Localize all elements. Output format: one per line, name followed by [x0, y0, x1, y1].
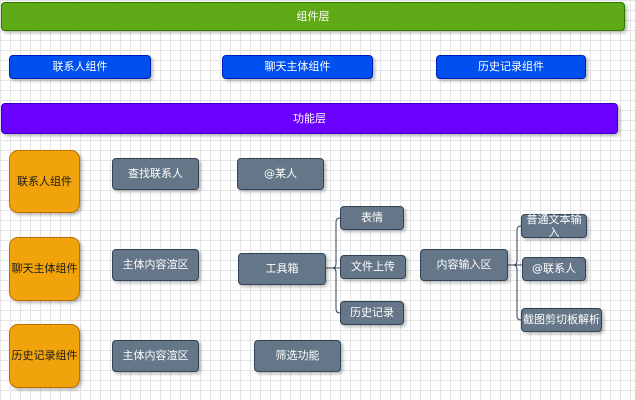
- edge-toolbar-emoji: [326, 217, 341, 269]
- plain-text-input-node: 普通文本输入: [521, 213, 587, 239]
- side-chat-body-component: 聊天主体组件: [9, 237, 80, 301]
- side-contacts-component: 联系人组件: [9, 150, 80, 213]
- edge-toolbar-history: [326, 267, 341, 314]
- input-area-node: 内容输入区: [420, 249, 508, 281]
- side-history-component: 历史记录组件: [9, 324, 80, 388]
- chat-content-area-node: 主体内容渲区: [112, 249, 199, 281]
- history-content-area-node: 主体内容渲区: [112, 340, 199, 372]
- toolbar-node: 工具箱: [238, 253, 326, 285]
- contacts-component-box: 联系人组件: [9, 55, 151, 79]
- mention-node: @某人: [237, 158, 324, 190]
- chat-history-node: 历史记录: [340, 301, 404, 325]
- at-contact-node: @联系人: [522, 257, 586, 281]
- filter-node: 筛选功能: [254, 340, 341, 372]
- history-component-box: 历史记录组件: [436, 55, 586, 79]
- find-contact-node: 查找联系人: [112, 158, 199, 190]
- clipboard-parse-node: 截图剪切板解析: [521, 308, 602, 332]
- edge-input-clipboard: [508, 264, 522, 321]
- file-upload-node: 文件上传: [340, 255, 406, 279]
- component-layer-bar: 组件层: [1, 2, 625, 31]
- emoji-node: 表情: [340, 206, 404, 230]
- function-layer-bar: 功能层: [1, 103, 618, 134]
- edge-input-plain-text: [508, 225, 522, 266]
- chat-body-component-box: 聊天主体组件: [222, 55, 373, 79]
